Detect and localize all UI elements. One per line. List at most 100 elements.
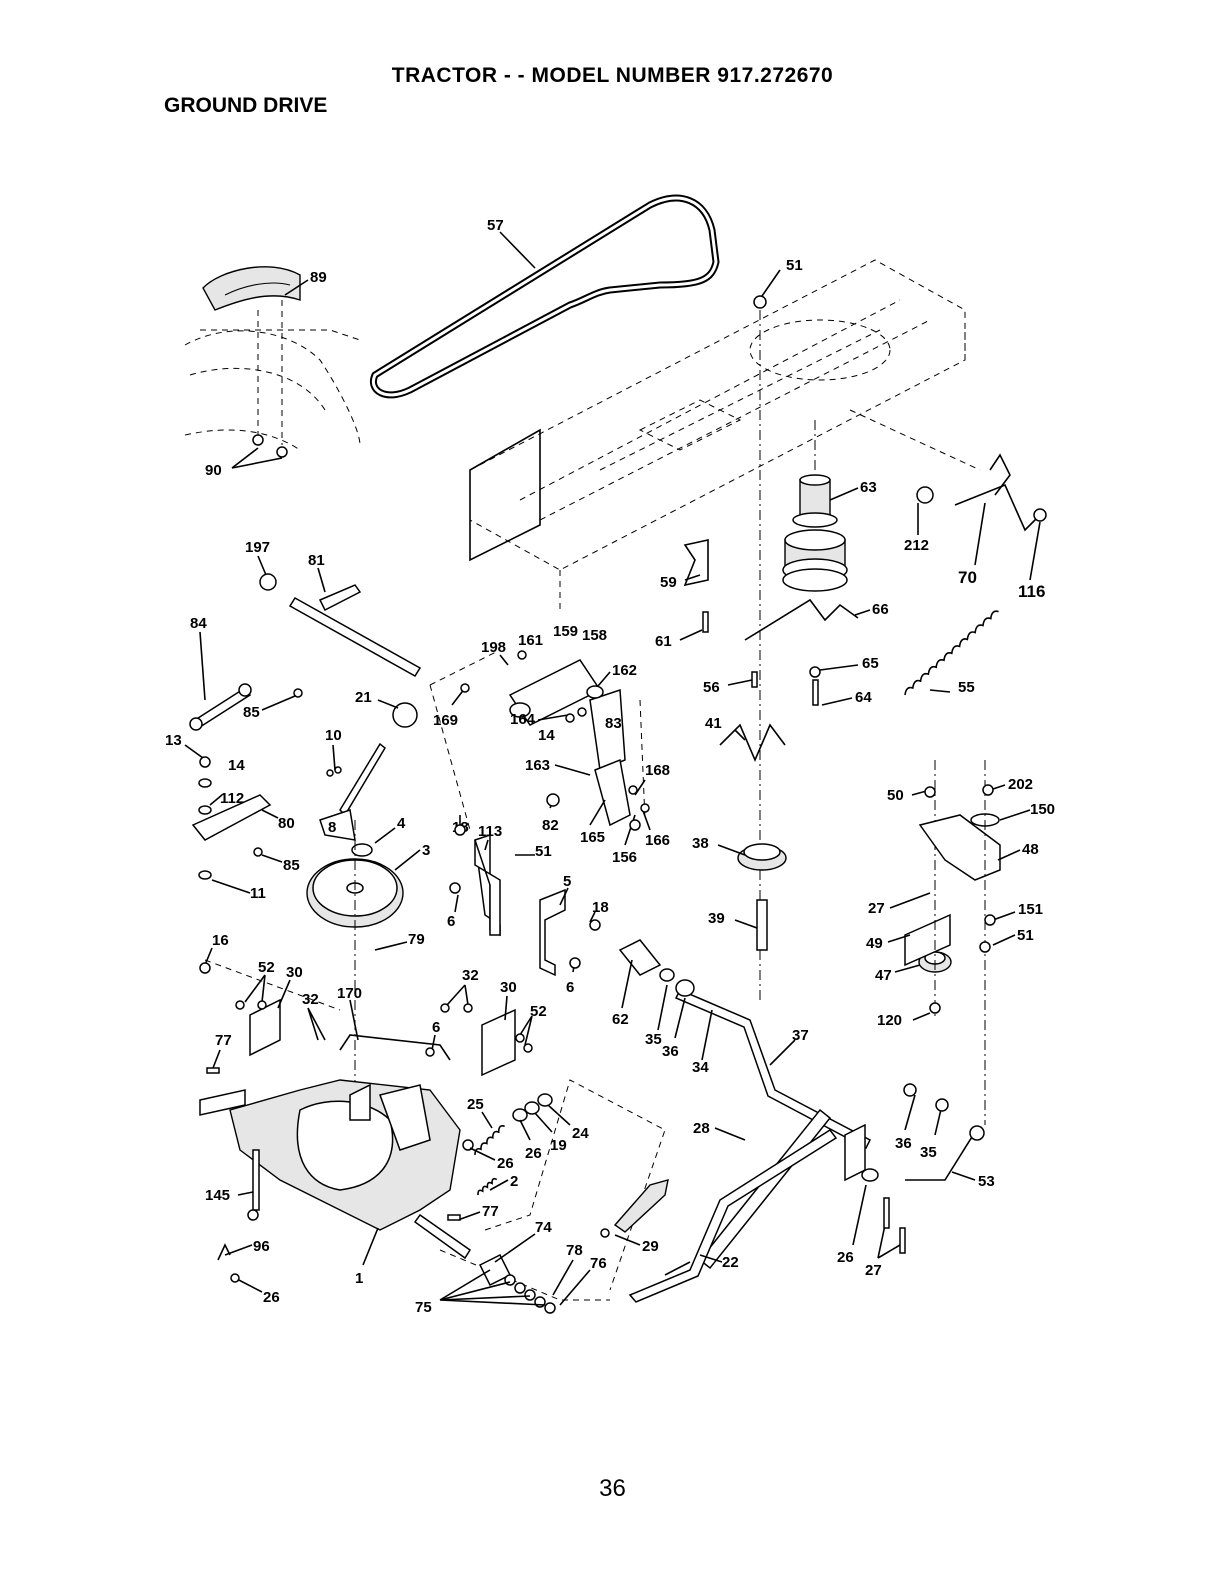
handle-29 <box>613 1179 669 1233</box>
bracket-30-left <box>249 998 281 1057</box>
pulley-3 <box>306 820 404 1150</box>
clip-59 <box>683 539 709 587</box>
callout-76: 76 <box>590 1255 607 1272</box>
callout-74: 74 <box>535 1219 552 1236</box>
callout-113: 113 <box>478 823 502 840</box>
linkage-165 <box>589 688 631 827</box>
callout-116: 116 <box>1018 582 1045 601</box>
callout-51: 51 <box>535 843 552 860</box>
belt-57 <box>370 194 720 399</box>
callout-198: 198 <box>481 639 506 656</box>
callout-84: 84 <box>190 615 207 632</box>
callout-70: 70 <box>958 568 977 587</box>
callout-27: 27 <box>868 900 885 917</box>
callout-34: 34 <box>692 1059 709 1076</box>
callout-112: 112 <box>220 790 244 807</box>
callout-50: 50 <box>887 787 904 804</box>
hitch-70-116 <box>916 453 1047 532</box>
pulley-63-stack <box>759 310 848 1000</box>
callout-32: 32 <box>462 967 479 984</box>
bracket-26-rod <box>844 1123 879 1182</box>
idler-47 <box>904 760 952 1020</box>
section-title: GROUND DRIVE <box>164 94 328 117</box>
pivot-158 <box>429 649 646 831</box>
callout-1: 1 <box>355 1270 363 1287</box>
bracket-113 <box>474 833 501 937</box>
callout-35: 35 <box>645 1031 662 1048</box>
callout-35: 35 <box>920 1144 937 1161</box>
pulley-38 <box>737 843 787 951</box>
callout-49: 49 <box>866 935 883 952</box>
callout-55: 55 <box>958 679 975 696</box>
callout-28: 28 <box>693 1120 710 1137</box>
callout-64: 64 <box>855 689 872 706</box>
callout-163: 163 <box>525 757 550 774</box>
callout-14: 14 <box>228 757 245 774</box>
bracket-80 <box>191 794 272 880</box>
rod-84 <box>189 683 252 731</box>
callout-6: 6 <box>432 1019 440 1036</box>
callout-77: 77 <box>482 1203 499 1220</box>
spring-2 <box>477 1177 498 1196</box>
callout-30: 30 <box>500 979 517 996</box>
rod-28 <box>698 1108 832 1270</box>
callout-51: 51 <box>1017 927 1034 944</box>
callout-61: 61 <box>655 633 672 650</box>
callout-89: 89 <box>310 269 327 286</box>
callout-26: 26 <box>497 1155 514 1172</box>
callout-75: 75 <box>415 1299 432 1316</box>
callout-2: 2 <box>510 1173 518 1190</box>
callout-37: 37 <box>792 1027 809 1044</box>
callout-57: 57 <box>487 217 504 234</box>
shaft-81 <box>259 573 422 678</box>
callout-150: 150 <box>1030 801 1055 818</box>
callout-80: 80 <box>278 815 295 832</box>
callout-78: 78 <box>566 1242 583 1259</box>
spring-66 <box>744 598 859 641</box>
callout-56: 56 <box>703 679 720 696</box>
callout-65: 65 <box>862 655 879 672</box>
callout-14: 14 <box>538 727 555 744</box>
callout-30: 30 <box>286 964 303 981</box>
callout-36: 36 <box>662 1043 679 1060</box>
callout-47: 47 <box>875 967 892 984</box>
spring-25 <box>474 1125 505 1156</box>
callout-212: 212 <box>904 537 929 554</box>
callout-22: 22 <box>722 1254 739 1271</box>
callout-168: 168 <box>645 762 670 779</box>
bushing-62 <box>618 939 695 997</box>
callout-156: 156 <box>612 849 637 866</box>
callout-66: 66 <box>872 601 889 618</box>
callout-161: 161 <box>518 632 543 649</box>
callout-27: 27 <box>865 1262 882 1279</box>
callout-85: 85 <box>243 704 260 721</box>
washers-19-24-26 <box>462 1093 553 1151</box>
callout-6: 6 <box>447 913 455 930</box>
spring-55 <box>904 610 999 696</box>
callout-10: 10 <box>325 727 342 744</box>
callout-169: 169 <box>433 712 458 729</box>
callout-11: 11 <box>250 885 266 902</box>
bracket-30-right <box>481 1008 516 1077</box>
callout-6: 6 <box>566 979 574 996</box>
callout-26: 26 <box>263 1289 280 1306</box>
transaxle-1 <box>199 959 666 1301</box>
lever-21 <box>319 702 418 841</box>
callout-26: 26 <box>525 1145 542 1162</box>
callout-36: 36 <box>895 1135 912 1152</box>
callout-79: 79 <box>408 931 425 948</box>
callout-19: 19 <box>550 1137 567 1154</box>
callout-13: 13 <box>165 732 182 749</box>
bracket-5 <box>539 888 566 977</box>
callouts: 57 51 89 90 63 212 70 116 197 81 84 59 6… <box>165 217 1055 1316</box>
callout-53: 53 <box>978 1173 995 1190</box>
bracket-41 <box>719 723 786 763</box>
callout-59: 59 <box>660 574 677 591</box>
callout-18: 18 <box>592 899 609 916</box>
callout-25: 25 <box>467 1096 484 1113</box>
callout-21: 21 <box>355 689 372 706</box>
callout-81: 81 <box>308 552 325 569</box>
callout-3: 3 <box>422 842 430 859</box>
callout-96: 96 <box>253 1238 270 1255</box>
callout-165: 165 <box>580 829 605 846</box>
